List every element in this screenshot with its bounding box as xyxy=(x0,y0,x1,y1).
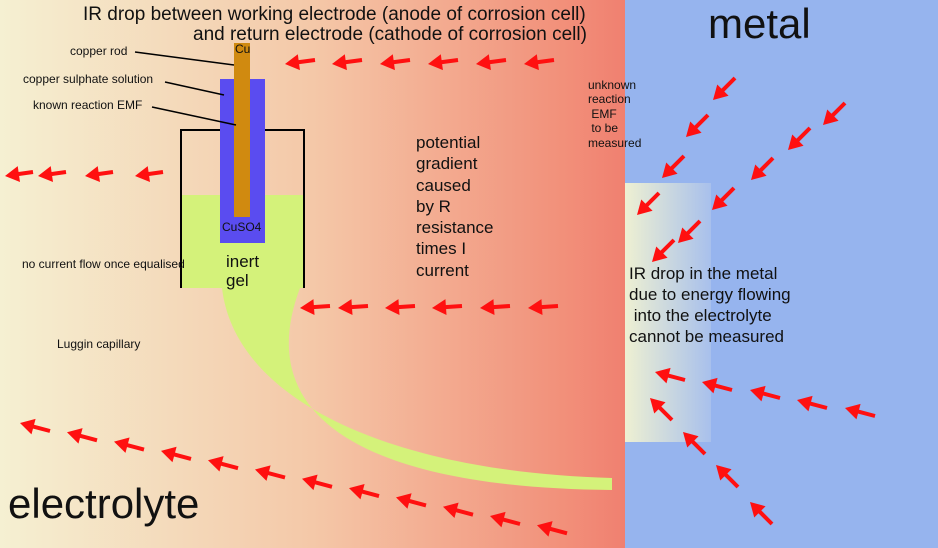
copper-rod xyxy=(234,43,250,217)
label-inert-gel: inert gel xyxy=(226,252,260,290)
red-arrow xyxy=(67,428,98,444)
leader-known-emf xyxy=(151,106,237,126)
leader-copper-rod xyxy=(134,51,235,66)
label-luggin: Luggin capillary xyxy=(57,337,141,351)
red-arrow xyxy=(114,437,145,453)
red-arrow xyxy=(161,446,192,463)
label-copper-rod: copper rod xyxy=(70,44,128,58)
label-unknown-emf: unknown reaction EMF to be measured xyxy=(588,78,642,150)
label-ir-metal: IR drop in the metal due to energy flowi… xyxy=(629,264,791,346)
title-line-2: and return electrode (cathode of corrosi… xyxy=(193,24,587,45)
leader-copper-sulphate xyxy=(164,81,225,96)
red-arrow xyxy=(20,418,51,435)
red-arrow xyxy=(751,156,775,180)
red-arrow xyxy=(332,54,363,71)
label-copper-sulphate: copper sulphate solution xyxy=(23,72,154,86)
red-arrow xyxy=(135,166,164,182)
red-arrow xyxy=(396,493,427,509)
red-arrow xyxy=(845,403,876,420)
red-arrow xyxy=(652,238,676,262)
red-arrow xyxy=(750,502,774,526)
red-arrow xyxy=(480,299,511,316)
red-arrow xyxy=(716,465,740,489)
red-arrow xyxy=(537,521,568,537)
red-arrow xyxy=(702,377,733,394)
red-arrow xyxy=(443,502,474,519)
red-arrow xyxy=(432,299,463,316)
red-arrow xyxy=(637,191,661,215)
red-arrow xyxy=(380,54,411,71)
red-arrow xyxy=(750,385,781,402)
label-metal: metal xyxy=(708,0,811,47)
red-arrow xyxy=(385,299,416,316)
label-cuso4: CuSO4 xyxy=(222,220,262,234)
red-arrow xyxy=(683,432,707,456)
red-arrow xyxy=(208,456,239,472)
label-cu: Cu xyxy=(235,42,251,56)
label-known-emf: known reaction EMF xyxy=(33,98,143,112)
red-arrow xyxy=(655,367,686,384)
label-electrolyte: electrolyte xyxy=(8,480,200,527)
red-arrow xyxy=(788,126,812,150)
red-arrow xyxy=(38,166,67,182)
luggin-capillary xyxy=(222,288,612,490)
red-arrow xyxy=(338,299,369,316)
red-arrow xyxy=(85,166,114,182)
red-arrow xyxy=(300,299,331,316)
red-arrow xyxy=(713,76,737,100)
title-line-1: IR drop between working electrode (anode… xyxy=(83,4,586,25)
red-arrow xyxy=(349,483,380,500)
red-arrow xyxy=(528,299,559,316)
red-arrow xyxy=(302,474,333,491)
red-arrow xyxy=(797,395,828,412)
red-arrow xyxy=(524,54,555,71)
label-no-current: no current flow once equalised xyxy=(22,257,185,271)
red-arrow xyxy=(662,154,686,178)
red-arrow xyxy=(712,186,736,210)
current-arrows xyxy=(5,54,876,537)
red-arrow xyxy=(285,54,316,71)
red-arrow xyxy=(476,54,507,71)
red-arrow xyxy=(5,166,34,182)
red-arrow xyxy=(490,511,521,528)
red-arrow xyxy=(650,398,674,422)
red-arrow xyxy=(678,219,702,243)
red-arrow xyxy=(686,113,710,137)
red-arrow xyxy=(255,465,286,481)
red-arrow xyxy=(428,54,459,71)
label-potential-gradient: potential gradient caused by R resistanc… xyxy=(416,133,494,280)
red-arrow xyxy=(823,101,847,125)
electrolyte-region xyxy=(0,0,625,548)
